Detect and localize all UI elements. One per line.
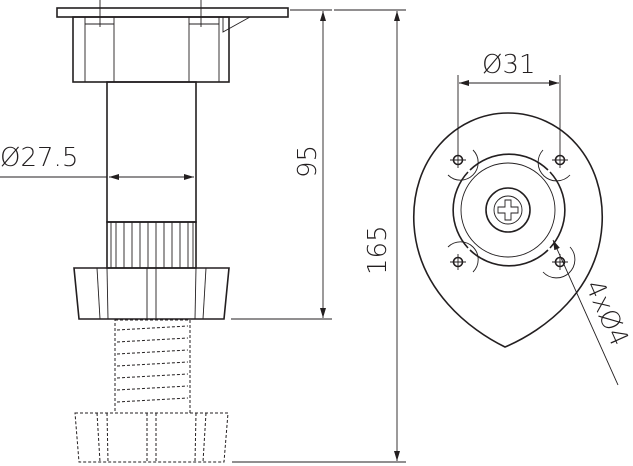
label-diameter-tube: Ø27.5 — [0, 143, 78, 173]
ribbed-section — [106, 221, 197, 269]
base-outline — [413, 112, 603, 348]
label-diameter-31: Ø31 — [482, 50, 536, 80]
dimension-diameter-31: Ø31 — [457, 50, 561, 152]
center-boss — [485, 187, 531, 233]
adjust-nut — [73, 267, 230, 320]
clip — [222, 16, 251, 33]
top-view — [413, 112, 603, 348]
side-view — [56, 0, 289, 463]
dimension-height-165: 165 — [232, 9, 406, 463]
label-height-95: 95 — [293, 145, 323, 178]
thread-hidden — [114, 319, 191, 414]
mounting-plate — [56, 7, 289, 18]
cross-screw-icon — [497, 199, 519, 221]
dimension-height-95: 95 — [231, 9, 332, 320]
foot-hidden — [74, 412, 229, 463]
label-height-165: 165 — [363, 225, 393, 275]
label-holes: 4xØ4 — [579, 276, 633, 351]
dimension-diameter-tube: Ø27.5 — [0, 143, 194, 180]
tube — [106, 81, 197, 223]
upper-housing — [72, 16, 230, 83]
mounting-holes — [450, 152, 568, 270]
